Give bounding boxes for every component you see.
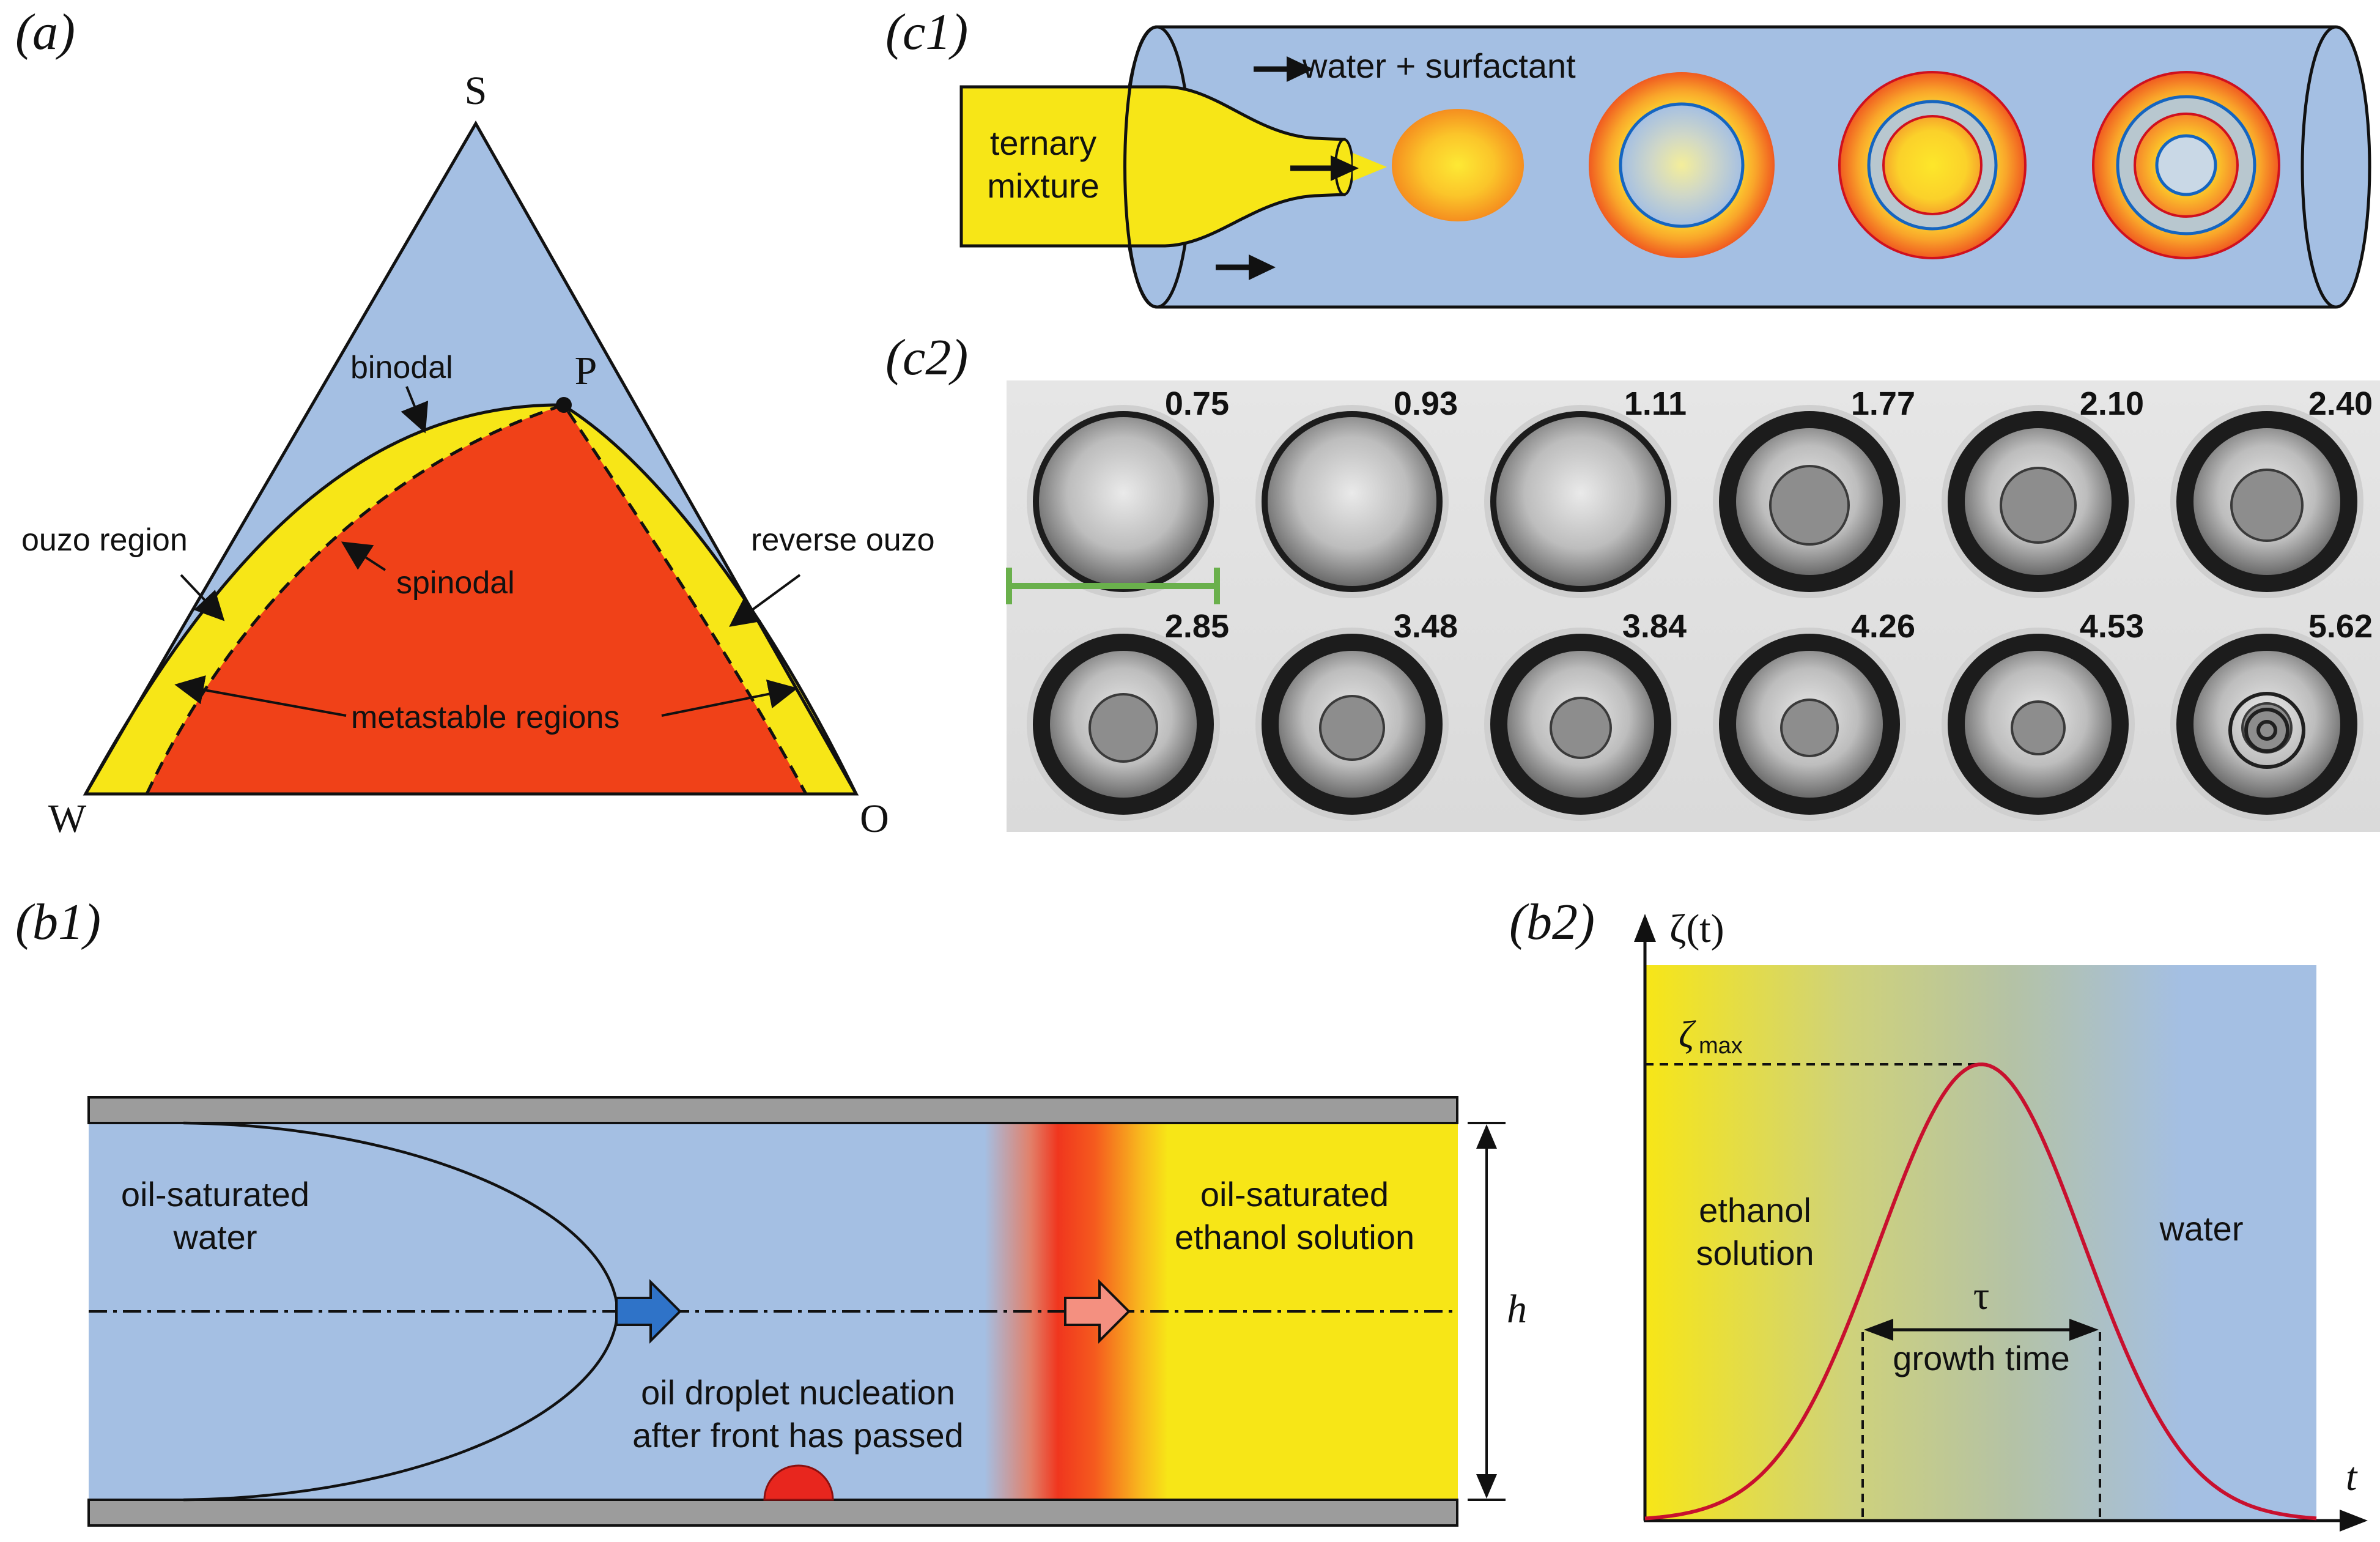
- micrograph-frame: 0.93: [1255, 385, 1458, 598]
- micrograph-frame: 1.77: [1713, 385, 1915, 598]
- vertex-p: P: [575, 349, 597, 393]
- panel-b2: (b2) ζ(t) t ζ max τ growth time ethanol …: [1509, 894, 2368, 1532]
- b2-y-axis-label: ζ(t): [1669, 906, 1724, 951]
- panel-c2-label: (c2): [885, 329, 968, 386]
- panel-a-label: (a): [15, 4, 75, 61]
- flow-label: water + surfactant: [1302, 46, 1576, 85]
- b2-background: [1645, 965, 2316, 1521]
- growth-time-label: growth time: [1893, 1339, 2069, 1377]
- nucleation-label-line2: after front has passed: [632, 1416, 964, 1455]
- inlet-label-line2: mixture: [987, 166, 1099, 205]
- spinodal-curve: [145, 403, 808, 795]
- zeta-curve: [1644, 1062, 2317, 1521]
- b2-left-label-line1: ethanol: [1699, 1191, 1811, 1229]
- zeta-max-symbol: ζ: [1679, 1014, 1696, 1056]
- zeta-max-subscript: max: [1699, 1033, 1743, 1059]
- micrograph-frame: 1.11: [1484, 385, 1687, 598]
- nucleation-label-line1: oil droplet nucleation: [641, 1373, 955, 1412]
- b2-x-axis-label: t: [2346, 1455, 2358, 1499]
- binodal-label: binodal: [350, 350, 453, 385]
- frame-time-label: 2.10: [2080, 385, 2144, 422]
- frame-time-label: 3.84: [1622, 608, 1687, 645]
- flow-arrow-top: [1254, 56, 1314, 82]
- critical-point-marker: [556, 397, 572, 413]
- frame-time-label: 1.11: [1624, 385, 1687, 422]
- spinodal-label: spinodal: [396, 565, 515, 601]
- micrograph-strip: [1007, 380, 2380, 832]
- frame-time-label: 4.53: [2080, 608, 2144, 645]
- right-fluid-label-line2: ethanol solution: [1175, 1218, 1414, 1256]
- panel-b1: (b1) oil-saturated water oil-saturated e…: [15, 894, 1527, 1527]
- panel-b1-label: (b1): [15, 894, 101, 951]
- frame-time-label: 2.40: [2308, 385, 2373, 422]
- droplet-stage-2: [1589, 72, 1775, 258]
- right-fluid-label-line1: oil-saturated: [1200, 1175, 1389, 1214]
- left-fluid-label-line1: oil-saturated: [121, 1175, 309, 1214]
- frame-time-label: 5.62: [2308, 608, 2373, 645]
- tau-symbol: τ: [1973, 1273, 1990, 1318]
- micrograph-cells: 0.75 0.93 1.11 1.77 2.10 2.40 2.85 3.48 3.84 4.26…: [1027, 385, 2373, 821]
- droplet-stage-4: [2092, 71, 2280, 259]
- panel-c2: (c2) 0.75 0.93 1.11 1.77 2.10 2.40 2.85 3.48 3.8…: [885, 329, 2380, 832]
- micrograph-frame: 0.75: [1027, 385, 1229, 598]
- spinodal-region: [147, 405, 806, 794]
- inlet-label-line1: ternary: [990, 124, 1096, 162]
- micrograph-frame: 4.26: [1713, 608, 1915, 821]
- flow-arrow-middle: [1290, 155, 1359, 181]
- nucleated-droplet: [763, 1464, 834, 1501]
- channel-bottom-wall: [87, 1499, 1458, 1527]
- micrograph-frame: 3.48: [1255, 608, 1458, 821]
- vertex-s: S: [465, 69, 487, 113]
- micrograph-frame: 2.85: [1027, 608, 1229, 821]
- droplet-stage-3: [1838, 71, 2027, 259]
- micrograph-frame: 4.53: [1942, 608, 2144, 821]
- micrograph-frame: 5.62: [2170, 608, 2373, 821]
- micrograph-frame: 3.84: [1484, 608, 1687, 821]
- frame-time-label: 0.75: [1165, 385, 1229, 422]
- micrograph-frame: 2.40: [2170, 385, 2373, 598]
- droplet-stage-1: [1392, 109, 1524, 221]
- height-symbol: h: [1507, 1287, 1527, 1332]
- front-arrow: [1064, 1279, 1131, 1344]
- b2-right-label: water: [2159, 1209, 2244, 1248]
- metastable-label: metastable regions: [351, 700, 619, 735]
- ouzo-region-label: ouzo region: [21, 522, 188, 558]
- frame-time-label: 4.26: [1851, 608, 1915, 645]
- panel-b2-label: (b2): [1509, 894, 1595, 951]
- b2-left-label-line2: solution: [1696, 1234, 1814, 1272]
- flow-arrow-bottom: [1216, 254, 1276, 280]
- panel-c1: (c1) ternary mixture water + surfactant: [885, 4, 2371, 309]
- frame-time-label: 2.85: [1165, 608, 1229, 645]
- tube-right-end: [2301, 25, 2371, 309]
- scale-bar: [1006, 568, 1220, 604]
- reverse-ouzo-label: reverse ouzo: [751, 522, 935, 558]
- vertex-o: O: [860, 796, 889, 841]
- left-fluid-label-line2: water: [173, 1218, 257, 1256]
- frame-time-label: 1.77: [1851, 385, 1915, 422]
- frame-time-label: 0.93: [1394, 385, 1458, 422]
- panel-c1-label: (c1): [885, 4, 968, 61]
- flow-arrow-blue: [615, 1279, 682, 1344]
- channel-top-wall: [87, 1096, 1458, 1124]
- micrograph-frame: 2.10: [1942, 385, 2144, 598]
- vertex-w: W: [48, 796, 87, 841]
- frame-time-label: 3.48: [1394, 608, 1458, 645]
- panel-a: (a) S W O P binodal spinodal ouzo region…: [15, 4, 935, 841]
